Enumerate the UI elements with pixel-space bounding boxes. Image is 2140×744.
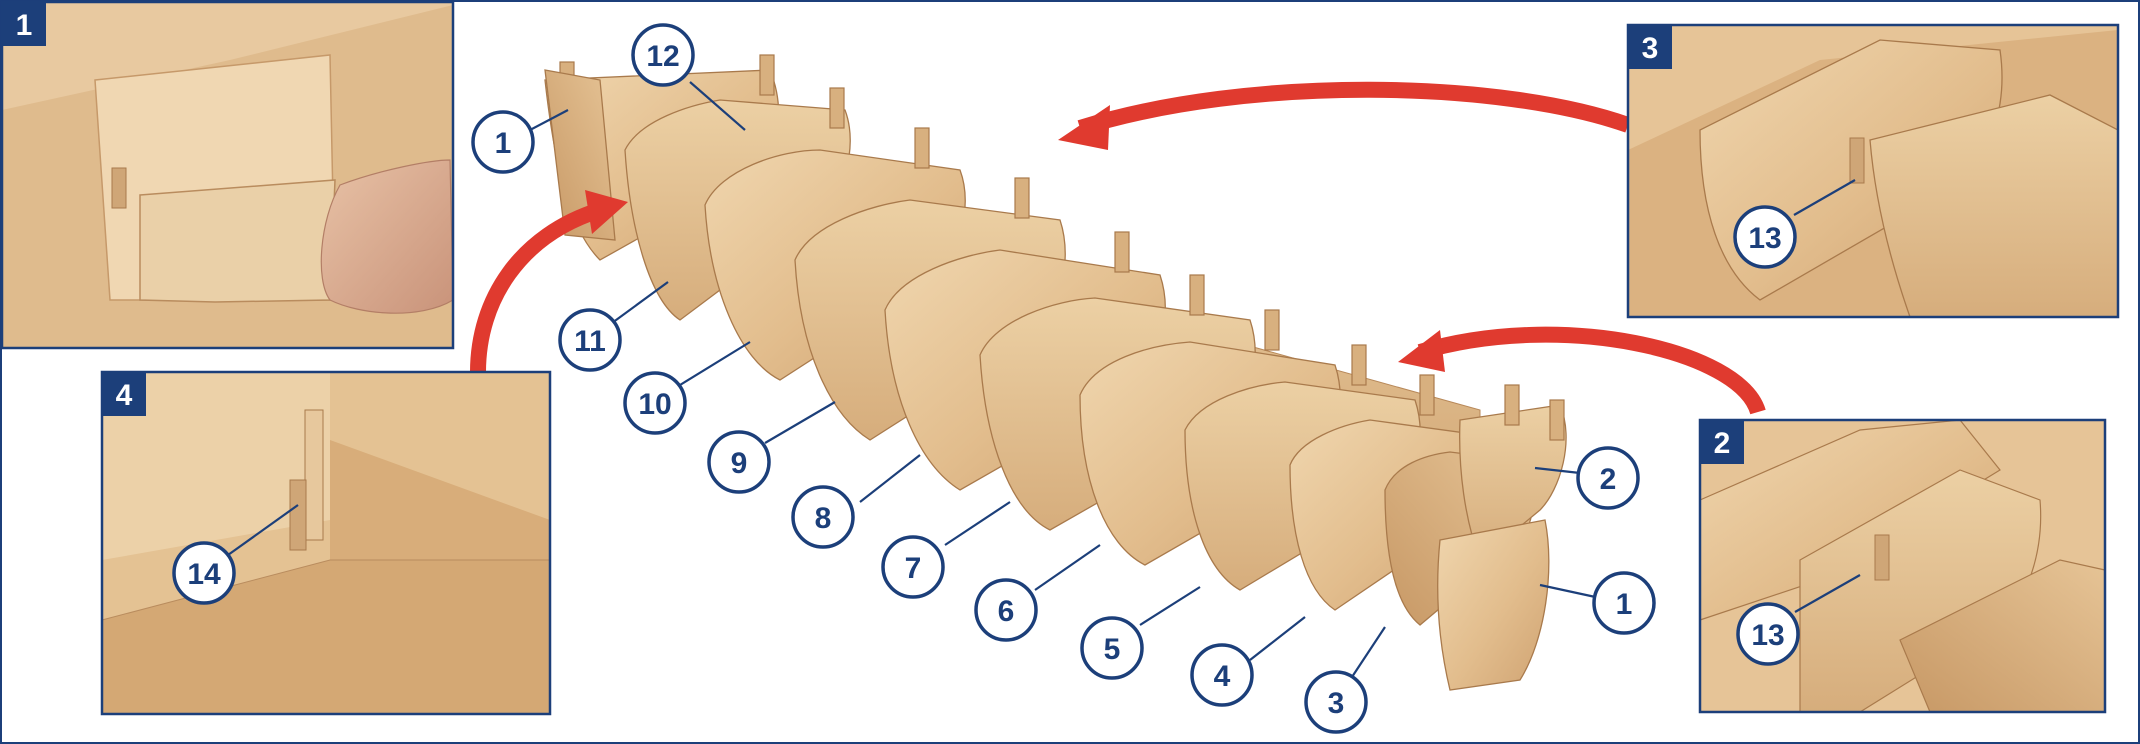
callout-12: 12 <box>633 25 693 85</box>
callout-2-label: 2 <box>1600 463 1617 496</box>
callout-4: 4 <box>1192 645 1252 705</box>
callout-14-panel-4: 14 <box>174 543 234 603</box>
bulkhead-frames <box>545 70 1566 690</box>
callout-3-label: 3 <box>1328 687 1345 720</box>
callout-13-panel-3: 13 <box>1735 207 1795 267</box>
panel-4 <box>102 372 550 714</box>
arrow-from-panel-3-head <box>1058 105 1110 150</box>
callout-1-front-label: 1 <box>1616 588 1633 621</box>
hull-frame-assembly <box>545 55 1566 690</box>
callout-13-panel-3-label: 13 <box>1748 222 1781 255</box>
arrow-from-panel-2 <box>1420 335 1758 412</box>
panel-tag-1: 1 <box>2 2 46 46</box>
callout-8-label: 8 <box>815 502 832 535</box>
panel-tag-4-label: 4 <box>116 379 133 412</box>
panel-tag-3: 3 <box>1628 25 1672 69</box>
panel-3 <box>1628 25 2118 317</box>
panel-2 <box>1700 420 2105 712</box>
callout-8: 8 <box>793 487 853 547</box>
callout-11-label: 11 <box>574 325 606 358</box>
arrow-from-panel-3 <box>1080 90 1628 128</box>
panel-tag-3-label: 3 <box>1642 32 1659 65</box>
callout-1-front: 1 <box>1594 573 1654 633</box>
callout-14-panel-4-label: 14 <box>187 558 221 591</box>
panel-tag-4: 4 <box>102 372 146 416</box>
callout-4-label: 4 <box>1214 660 1231 693</box>
callout-1-rear-label: 1 <box>495 127 512 160</box>
callout-7-label: 7 <box>905 552 922 585</box>
arrow-from-panel-2-head <box>1398 330 1445 372</box>
panel-tag-1-label: 1 <box>16 9 33 42</box>
callout-6: 6 <box>976 580 1036 640</box>
callout-9-label: 9 <box>731 447 748 480</box>
callout-2: 2 <box>1578 448 1638 508</box>
callout-11: 11 <box>560 310 620 370</box>
callout-6-label: 6 <box>998 595 1015 628</box>
callout-7: 7 <box>883 537 943 597</box>
panel-tag-2: 2 <box>1700 420 1744 464</box>
callout-5-label: 5 <box>1104 633 1121 666</box>
callout-5: 5 <box>1082 618 1142 678</box>
callout-9: 9 <box>709 432 769 492</box>
callout-12-label: 12 <box>646 40 679 73</box>
panel-1 <box>2 2 453 348</box>
callout-10: 10 <box>625 373 685 433</box>
callout-13-panel-2-label: 13 <box>1751 619 1784 652</box>
callout-10-label: 10 <box>638 388 671 421</box>
callout-3: 3 <box>1306 672 1366 732</box>
callout-1-rear: 1 <box>473 112 533 172</box>
callout-13-panel-2: 13 <box>1738 604 1798 664</box>
panel-tag-2-label: 2 <box>1714 427 1731 460</box>
bulkhead-1-front <box>1438 520 1549 690</box>
